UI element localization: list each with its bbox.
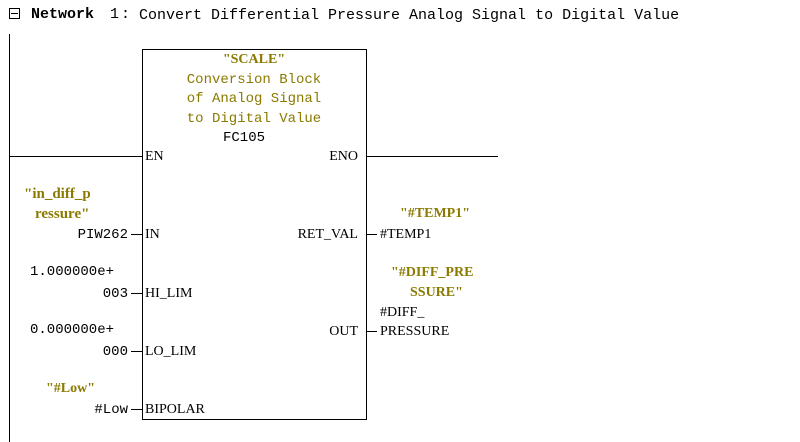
pin-ret-val[interactable]: RET_VAL xyxy=(297,227,358,242)
bipolar-operand-address[interactable]: #Low xyxy=(94,402,128,418)
pin-out[interactable]: OUT xyxy=(329,324,358,339)
in-symbol-line1: "in_diff_p xyxy=(24,186,91,202)
ret-val-operand-address[interactable]: #TEMP1 xyxy=(380,227,432,242)
out-symbol-line1: "#DIFF_PRE xyxy=(391,265,474,280)
pin-en[interactable]: EN xyxy=(145,149,164,164)
bipolar-symbol: "#Low" xyxy=(46,381,95,396)
pin-eno[interactable]: ENO xyxy=(329,149,358,164)
lo-lim-value-line1[interactable]: 0.000000e+ xyxy=(30,322,115,338)
lo-lim-pin-stub xyxy=(131,351,142,352)
block-symbol-name: "SCALE" xyxy=(222,52,286,67)
network-title[interactable]: Convert Differential Pressure Analog Sig… xyxy=(139,7,680,24)
left-power-rail xyxy=(9,34,10,442)
en-rung-line xyxy=(10,156,142,157)
out-operand-address-line1[interactable]: #DIFF_ xyxy=(380,305,425,320)
block-comment-line1: Conversion Block xyxy=(186,72,322,88)
in-operand-address[interactable]: PIW262 xyxy=(77,227,128,243)
network-separator: : xyxy=(121,6,140,23)
ret-val-symbol: "#TEMP1" xyxy=(400,206,470,221)
ret-val-pin-stub xyxy=(366,234,377,235)
out-operand-address-line2[interactable]: PRESSURE xyxy=(380,324,450,339)
collapse-network-icon[interactable] xyxy=(9,8,20,19)
in-symbol-line2: ressure" xyxy=(35,206,90,222)
network-number: 1 xyxy=(110,6,120,23)
block-comment-line2: of Analog Signal xyxy=(186,91,322,107)
pin-hi-lim[interactable]: HI_LIM xyxy=(145,286,193,301)
bipolar-pin-stub xyxy=(131,409,142,410)
block-comment-line3: to Digital Value xyxy=(186,111,322,127)
in-pin-stub xyxy=(131,234,142,235)
hi-lim-value-line1[interactable]: 1.000000e+ xyxy=(30,264,115,280)
hi-lim-value-line2[interactable]: 003 xyxy=(102,286,128,302)
lo-lim-value-line2[interactable]: 000 xyxy=(102,344,128,360)
hi-lim-pin-stub xyxy=(131,293,142,294)
pin-in[interactable]: IN xyxy=(145,227,160,242)
network-label: Network xyxy=(31,6,95,23)
out-symbol-line2: SSURE" xyxy=(410,285,463,300)
eno-rung-line xyxy=(366,156,498,157)
block-id: FC105 xyxy=(222,130,265,146)
out-pin-stub xyxy=(366,331,377,332)
pin-lo-lim[interactable]: LO_LIM xyxy=(145,344,197,359)
pin-bipolar[interactable]: BIPOLAR xyxy=(145,402,205,417)
